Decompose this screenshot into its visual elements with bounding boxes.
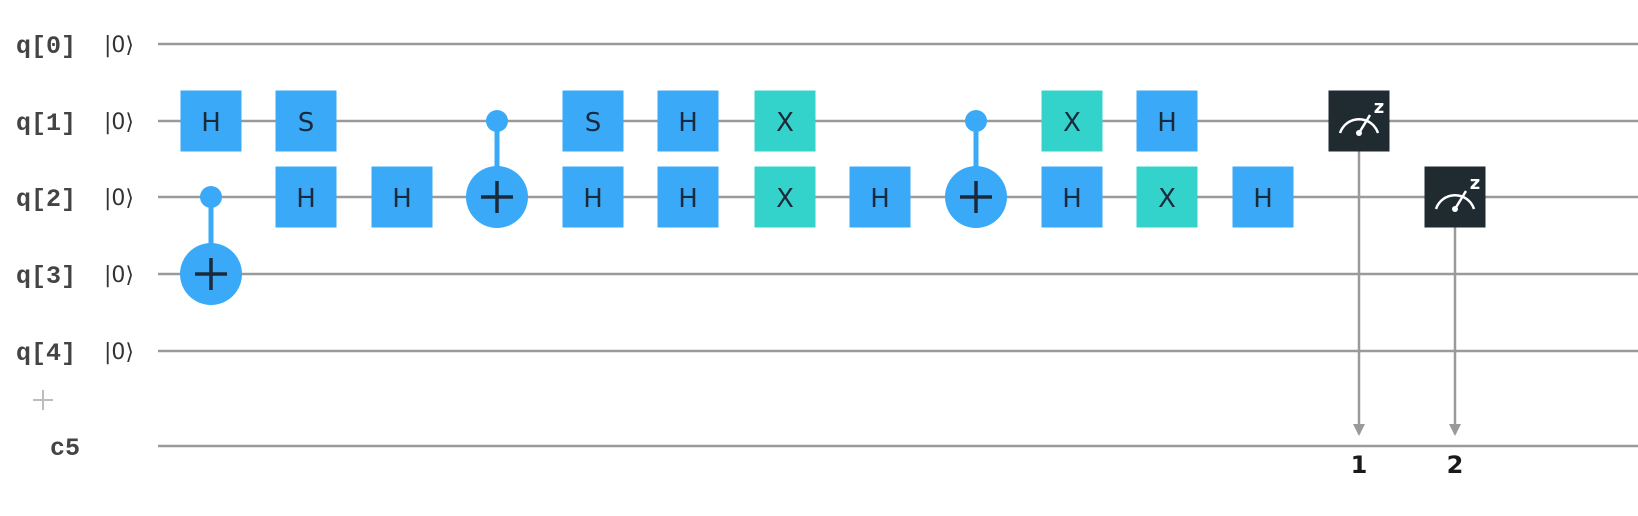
qubit-initial-state[interactable]: |0⟩ [104, 340, 134, 365]
cnot-gate[interactable] [945, 110, 1007, 228]
gate-box[interactable] [1041, 90, 1103, 152]
qubit-label[interactable]: q[0] [16, 32, 76, 61]
gate-box[interactable] [275, 166, 337, 228]
gate-label: H [583, 184, 603, 214]
gate-box[interactable] [371, 166, 433, 228]
meter-icon [1434, 194, 1476, 210]
gate-label: H [678, 108, 698, 138]
gate-label: H [1062, 184, 1082, 214]
measure-box[interactable] [1328, 90, 1390, 152]
control-dot[interactable] [200, 186, 222, 208]
cnot-gate[interactable] [466, 110, 528, 228]
gate-box[interactable] [562, 166, 624, 228]
gate-label: H [1253, 184, 1273, 214]
measure-gate[interactable]: z2 [1424, 166, 1486, 480]
classical-bit-index: 1 [1351, 451, 1368, 479]
gate-label: X [776, 184, 794, 214]
gate-box[interactable] [1136, 90, 1198, 152]
gate-box[interactable] [275, 90, 337, 152]
gate-box[interactable] [1041, 166, 1103, 228]
cnot-gate[interactable] [180, 186, 242, 305]
control-dot[interactable] [965, 110, 987, 132]
gate-s[interactable]: S [562, 90, 624, 152]
gate-h[interactable]: H [657, 166, 719, 228]
gate-box[interactable] [1232, 166, 1294, 228]
qubit-initial-state[interactable]: |0⟩ [104, 186, 134, 211]
gate-box[interactable] [754, 166, 816, 228]
qubit-label[interactable]: q[4] [16, 339, 76, 368]
qubit-initial-state[interactable]: |0⟩ [104, 33, 134, 58]
measure-box[interactable] [1424, 166, 1486, 228]
gate-h[interactable]: H [371, 166, 433, 228]
qubit-initial-state[interactable]: |0⟩ [104, 263, 134, 288]
gate-label: X [776, 108, 794, 138]
measure-basis-label: z [1470, 173, 1480, 194]
meter-pivot [1452, 206, 1458, 212]
control-dot[interactable] [486, 110, 508, 132]
classical-register-label[interactable]: c5 [50, 434, 80, 463]
gate-h[interactable]: H [1136, 90, 1198, 152]
gate-label: H [392, 184, 412, 214]
gate-box[interactable] [562, 90, 624, 152]
gate-h[interactable]: H [180, 90, 242, 152]
meter-pivot [1356, 130, 1362, 136]
meter-icon [1338, 118, 1380, 134]
gate-box[interactable] [754, 90, 816, 152]
gate-box[interactable] [849, 166, 911, 228]
gate-label: H [678, 184, 698, 214]
gate-x[interactable]: X [754, 90, 816, 152]
gate-label: H [201, 108, 221, 138]
gate-label: X [1063, 108, 1081, 138]
gate-x[interactable]: X [1136, 166, 1198, 228]
gate-label: S [585, 108, 602, 138]
gate-x[interactable]: X [754, 166, 816, 228]
gate-box[interactable] [1136, 166, 1198, 228]
gate-h[interactable]: H [1232, 166, 1294, 228]
gate-box[interactable] [657, 90, 719, 152]
add-register-icon[interactable] [33, 390, 53, 410]
gate-label: H [870, 184, 890, 214]
gate-h[interactable]: H [275, 166, 337, 228]
qubit-label[interactable]: q[2] [16, 185, 76, 214]
gate-h[interactable]: H [657, 90, 719, 152]
qubit-label[interactable]: q[3] [16, 262, 76, 291]
qubit-initial-state[interactable]: |0⟩ [104, 110, 134, 135]
gate-label: X [1158, 184, 1176, 214]
gate-box[interactable] [180, 90, 242, 152]
gate-h[interactable]: H [1041, 166, 1103, 228]
classical-bit-index: 2 [1447, 451, 1464, 479]
gate-h[interactable]: H [562, 166, 624, 228]
gate-label: H [1157, 108, 1177, 138]
meter-needle [1357, 114, 1372, 134]
gate-s[interactable]: S [275, 90, 337, 152]
gate-label: H [296, 184, 316, 214]
gate-h[interactable]: H [849, 166, 911, 228]
measure-basis-label: z [1374, 97, 1384, 118]
measure-gate[interactable]: z1 [1328, 90, 1390, 480]
gate-label: S [298, 108, 315, 138]
gate-x[interactable]: X [1041, 90, 1103, 152]
meter-needle [1453, 190, 1468, 210]
qubit-label[interactable]: q[1] [16, 109, 76, 138]
gate-box[interactable] [657, 166, 719, 228]
